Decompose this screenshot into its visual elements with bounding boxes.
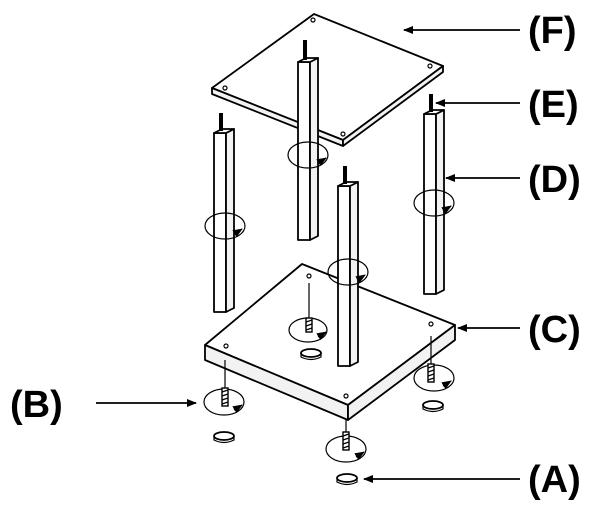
callout-e: (E)	[528, 84, 579, 126]
screw-front	[325, 420, 367, 486]
callout-a: (A)	[528, 459, 581, 501]
base-plate	[204, 263, 456, 421]
screw-right	[413, 336, 455, 413]
callout-d: (D)	[528, 159, 581, 201]
callout-b: (B)	[10, 384, 63, 426]
callout-f: (F)	[528, 10, 577, 52]
post-left	[204, 113, 246, 313]
post-front	[327, 166, 369, 367]
post-back	[287, 40, 329, 241]
post-right	[413, 94, 455, 295]
top-plate	[211, 13, 444, 147]
screw-left	[203, 360, 245, 444]
callout-c: (C)	[528, 309, 581, 351]
